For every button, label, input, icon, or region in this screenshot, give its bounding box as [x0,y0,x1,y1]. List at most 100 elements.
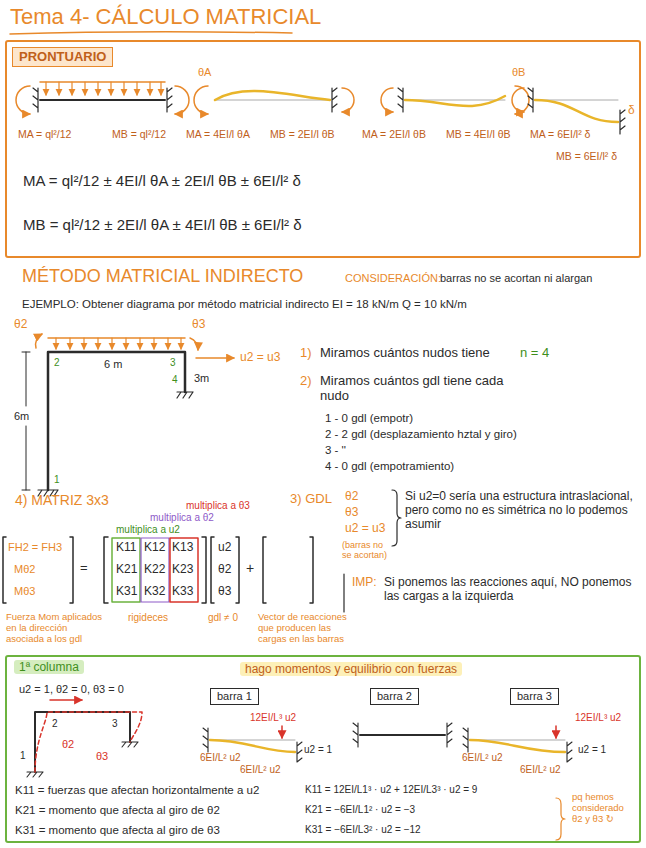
fixed-support [332,88,337,112]
load-arrows [153,338,154,349]
frame-member [48,352,185,490]
handwritten-label: Miramos cuántos nudos tiene [320,346,490,361]
box-text: PRONTUARIO [19,49,106,65]
bar-box: barra 1 [210,688,259,705]
box-text: hago momentos y equilibrio con fuerzas [245,662,457,676]
handwritten-label: δ [628,104,635,118]
beam [215,100,330,101]
handwritten-label: MA = 4EI/l θA [186,128,250,140]
box-text: barra 2 [377,690,412,703]
handwritten-label: 4 [172,374,178,386]
handwritten-label: 3m [194,372,209,385]
handwritten-label: K31 = −6EI/L3² · u2 = −12 [305,824,421,836]
handwritten-label: + [246,560,254,576]
handwritten-label: θ2 [62,738,74,751]
handwritten-label: multiplica a θ2 [150,512,214,524]
handwritten-label: FH2 = FH3 [8,541,62,554]
handwritten-label: rigideces [128,612,168,624]
moment-arc [342,88,354,112]
handwritten-label: MA = 2EI/l θB [362,128,426,140]
handwritten-label: Si u2=0 sería una estructura intraslacio… [405,490,637,531]
handwritten-label: K31 [116,585,137,599]
handwritten-label: θB [512,66,525,79]
handwritten-label: 6EI/L² u2 [200,752,241,764]
handwritten-label: multiplica a θ3 [186,500,250,512]
handwritten-label: MB = 6EI/l² δ [556,150,617,162]
handwritten-label: MB = 4EI/l θB [446,128,511,140]
curly-bracket [392,490,401,546]
handwritten-label: K11 = fuerzas que afectan horizontalment… [15,784,259,797]
handwritten-label: Vector de reacciones que producen las ca… [258,612,348,645]
curly-bracket [556,798,565,840]
handwritten-label: 6 m [104,358,122,371]
box-text: 1ª columna [19,660,79,674]
displacement-arrow [196,357,234,359]
handwritten-label: u2 [218,541,231,555]
bar-box: barra 3 [510,688,559,705]
handwritten-label: MA = ql²/12 [18,128,71,140]
handwritten-label: (barras no se acortan) [342,540,394,561]
highlight-tab: 1ª columna [14,660,84,674]
load-arrows [180,338,181,349]
handwritten-label: 1) [300,346,312,361]
handwritten-label: 6EI/L² u2 [462,752,503,764]
handwritten-label: MA = 6EI/l² δ [530,128,590,140]
deformed-shape [210,740,295,752]
load-arrows [110,82,111,95]
moment-arc [16,86,30,114]
beam [40,99,165,101]
title-underline [10,32,292,34]
load-arrows [160,82,161,95]
load-arrows [111,338,112,349]
moment-arc [512,88,524,112]
handwritten-label: = [80,561,88,576]
handwritten-label: K21 = −6EI/L1² · u2 = −3 [305,804,415,816]
handwritten-label: K23 [172,563,193,577]
handwritten-label: 6EI/L² u2 [240,764,281,776]
handwritten-label: K33 [172,585,193,599]
handwritten-label: 2 [52,718,58,730]
fixed-support [38,392,193,496]
load-arrows [125,338,126,349]
handwritten-label: u2 = 1 [304,744,332,756]
rotation-arc [36,334,42,348]
handwritten-label: θ2 [345,490,358,504]
load-arrows [97,338,98,349]
column-highlight [112,538,140,602]
moment-arc [194,86,208,114]
handwritten-label: gdl ≠ 0 [208,612,238,624]
bar-box: barra 2 [370,688,419,705]
highlight-note: hago momentos y equilibrio con fuerzas [240,662,462,676]
handwritten-label: K13 [172,541,193,555]
formula-text: MB = ql²/12 ± 2EI/l θA ± 4EI/l θB ± 6EI/… [23,216,302,234]
handwritten-label: pq hemos considerado θ2 y θ3 ↻ [572,792,634,825]
handwritten-label: 2) [300,374,312,389]
note-bar [343,574,344,612]
deformed-shape [215,91,330,100]
load-arrows [84,82,85,95]
handwritten-label: CONSIDERACIÓN: [345,272,441,285]
box-text: barra 3 [517,690,552,703]
column-highlight [141,538,169,602]
force-arrow [281,726,283,738]
matrix-bracket [104,537,206,603]
page-title: Tema 4- CÁLCULO MATRICIAL [10,4,321,29]
handwritten-label: K21 [116,563,137,577]
formula-text: MA = ql²/12 ± 4EI/l θA ± 2EI/l θB ± 6EI/… [23,172,301,190]
handwritten-label: multiplica a u2 [116,524,180,536]
handwritten-label: Mθ2 [14,563,35,576]
handwritten-label: n = 4 [520,346,549,361]
handwritten-label: u2 = u3 [240,351,280,365]
handwritten-label: 3 - '' [325,444,346,457]
section-tab: PRONTUARIO [12,47,113,67]
force-arrow [555,726,557,738]
handwritten-label: θ3 [192,318,205,332]
handwritten-label: θ3 [96,750,108,763]
handwritten-label: θ2 [218,563,231,577]
load-arrows [139,338,140,349]
box-text: barra 1 [217,690,252,703]
vector-bracket [3,537,73,603]
handwritten-label: IMP: [352,576,377,590]
load-arrows [167,338,168,349]
handwritten-label: K11 [116,541,136,555]
